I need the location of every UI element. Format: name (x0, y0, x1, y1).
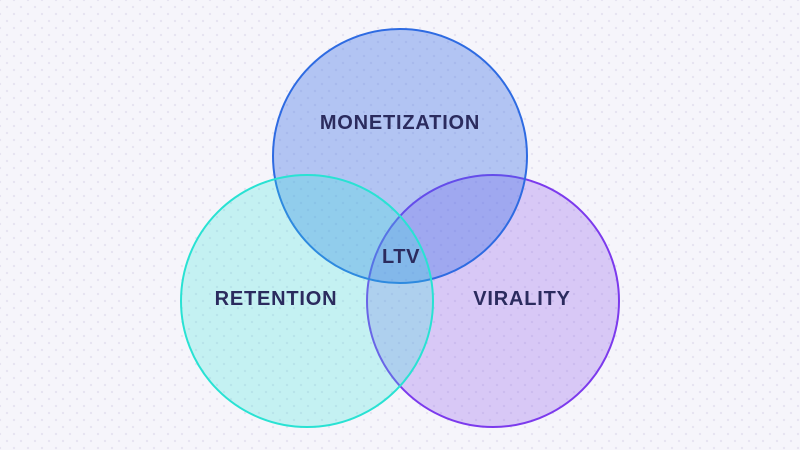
ltv-center-label: LTV (382, 246, 420, 268)
monetization-circle (272, 28, 528, 284)
monetization-label: MONETIZATION (320, 112, 480, 134)
virality-circle (366, 174, 620, 428)
virality-label: VIRALITY (473, 288, 571, 310)
retention-circle (180, 174, 434, 428)
retention-label: RETENTION (215, 288, 338, 310)
